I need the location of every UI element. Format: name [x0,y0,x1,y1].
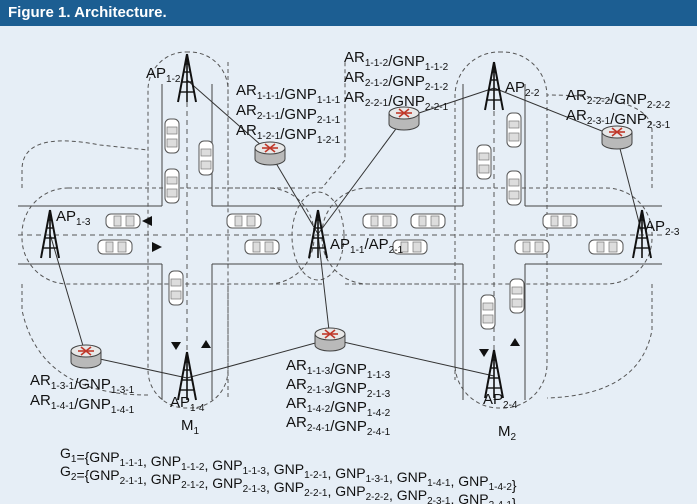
figure-title: Figure 1. Architecture. [8,4,167,21]
ap-label-ap23: AP2-3 [645,218,680,238]
ar-group-top-center-line: AR1-1-2/GNP1-1-2 [344,49,449,73]
ar-group-bottom-center-line: AR1-4-2/GNP1-4-2 [286,395,391,419]
ar-group-top-right-line: AR2-3-1/GNP2-3-1 [566,107,671,131]
ap-label-ap11-ap21: AP1-1/AP2-1 [330,236,404,256]
ar-group-top-right-line: AR2-2-2/GNP2-2-2 [566,87,671,111]
tower-ap22 [484,61,504,111]
ar-labels: AR1-1-1/GNP1-1-1AR2-1-1/GNP2-1-1AR1-2-1/… [30,49,671,438]
ar-group-top-center-line: AR2-1-2/GNP2-1-2 [344,69,449,93]
vehicles [97,112,624,330]
router-icon [314,327,346,352]
figure-title-bar: Figure 1. Architecture. [0,0,697,26]
network-links [49,79,643,379]
ap-label-ap24: AP2-4 [483,391,518,411]
router-icon [254,141,286,166]
router-icon [70,344,102,369]
ap-label-ap12: AP1-2 [146,65,181,85]
ap-label-ap14: AP1-4 [170,394,205,414]
ar-group-bottom-left-line: AR1-3-1/GNP1-3-1 [30,372,135,396]
group-set-g2: G2={GNP2-1-1, GNP2-1-2, GNP2-1-3, GNP2-2… [60,463,517,504]
access-routers [70,106,633,369]
lane-centerlines [18,84,662,400]
ar-group-bottom-left-line: AR1-4-1/GNP1-4-1 [30,392,135,416]
ar-group-top-center-line: AR2-2-1/GNP2-2-1 [344,89,449,113]
region-label-m2: M2 [498,423,517,443]
ap-label-ap22: AP2-2 [505,79,540,99]
ar-group-top-left-line: AR1-1-1/GNP1-1-1 [236,82,341,106]
group-set-lines: G1={GNP1-1-1, GNP1-1-2, GNP1-1-3, GNP1-2… [60,445,517,504]
ar-group-top-left-line: AR1-2-1/GNP1-2-1 [236,122,341,146]
group-set-g1: G1={GNP1-1-1, GNP1-1-2, GNP1-1-3, GNP1-2… [60,445,517,493]
ar-group-bottom-center-line: AR2-4-1/GNP2-4-1 [286,414,391,438]
ar-group-top-left-line: AR2-1-1/GNP2-1-1 [236,102,341,126]
direction-arrows [142,216,520,357]
region-label-m1: M1 [181,417,200,437]
router-icon [388,106,420,131]
tower-ap12 [177,53,197,103]
ar-group-bottom-center-line: AR1-1-3/GNP1-1-3 [286,357,391,381]
ap-label-ap13: AP1-3 [56,208,91,228]
ar-group-bottom-center-line: AR2-1-3/GNP2-1-3 [286,376,391,400]
router-icon [601,125,633,150]
